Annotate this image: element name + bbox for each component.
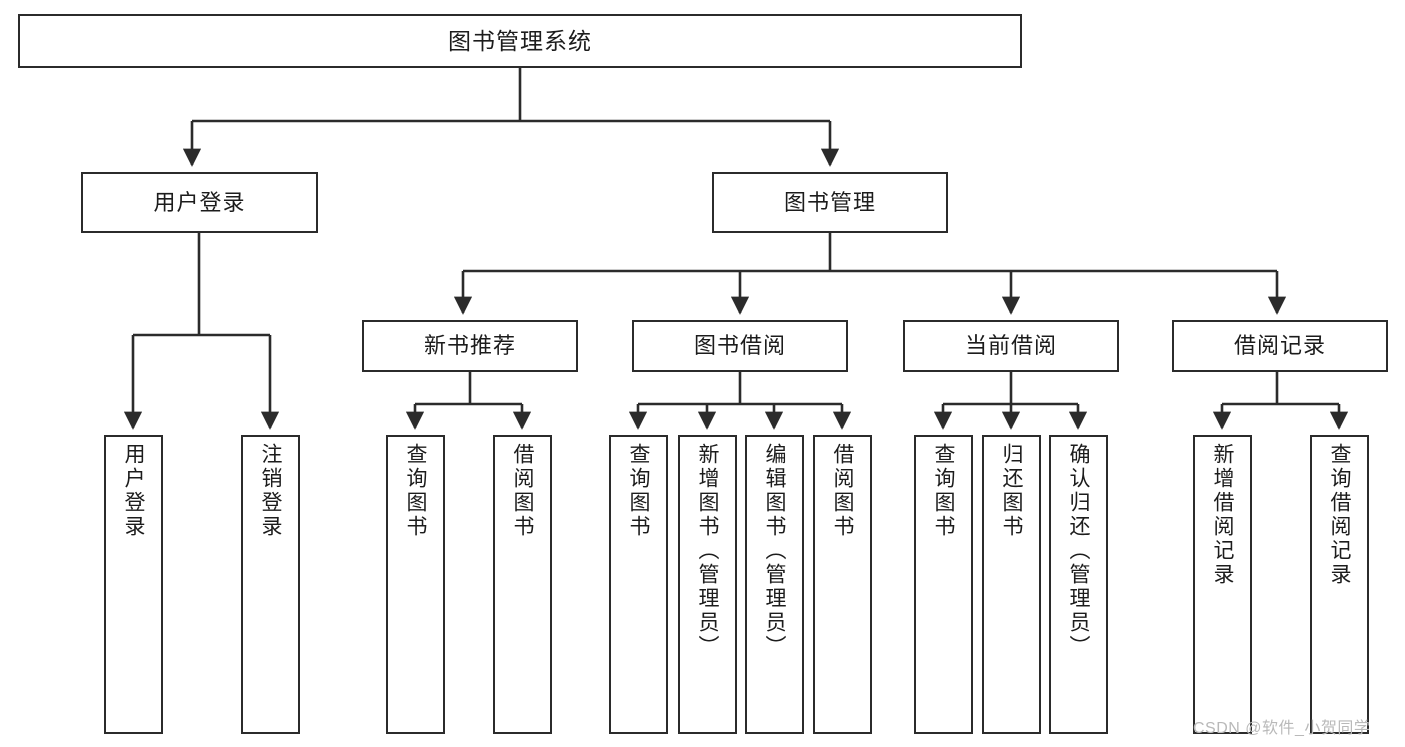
leaf-new-book-query-book[interactable]: 查询图书 [386,435,445,734]
node-label: 图书借阅 [693,333,786,359]
node-root-book-management-system[interactable]: 图书管理系统 [18,14,1022,68]
leaf-borrow-record-add-record[interactable]: 新增借阅记录 [1193,435,1252,734]
node-label: 借阅图书 [831,443,854,539]
node-label: 借阅记录 [1233,333,1326,359]
node-label: 归还图书 [1000,443,1023,539]
leaf-borrow-record-query-record[interactable]: 查询借阅记录 [1310,435,1369,734]
leaf-current-borrow-confirm-return-admin[interactable]: 确认归还（管理员） [1049,435,1108,734]
node-borrow-record[interactable]: 借阅记录 [1172,320,1388,372]
node-book-management[interactable]: 图书管理 [712,172,948,233]
node-label: 注销登录 [259,443,282,539]
leaf-book-borrow-edit-book-admin[interactable]: 编辑图书（管理员） [745,435,804,734]
node-label: 当前借阅 [964,333,1057,359]
leaf-book-borrow-borrow-book[interactable]: 借阅图书 [813,435,872,734]
csdn-watermark: CSDN @软件_小贺同学 [1193,720,1371,737]
leaf-current-borrow-query-book[interactable]: 查询图书 [914,435,973,734]
leaf-user-login-logout[interactable]: 注销登录 [241,435,300,734]
node-book-borrow[interactable]: 图书借阅 [632,320,848,372]
node-label: 查询图书 [404,443,427,539]
node-label: 查询图书 [932,443,955,539]
node-label: 用户登录 [122,443,145,539]
leaf-book-borrow-query-book[interactable]: 查询图书 [609,435,668,734]
leaf-book-borrow-add-book-admin[interactable]: 新增图书（管理员） [678,435,737,734]
node-label: 查询图书 [627,443,650,539]
node-current-borrow[interactable]: 当前借阅 [903,320,1119,372]
node-label: 用户登录 [153,189,246,215]
node-label: 图书管理系统 [448,27,592,54]
node-label: 图书管理 [783,189,876,215]
leaf-new-book-borrow-book[interactable]: 借阅图书 [493,435,552,734]
node-label: 借阅图书 [511,443,534,539]
node-label: 查询借阅记录 [1328,443,1351,587]
leaf-user-login-login[interactable]: 用户登录 [104,435,163,734]
node-label: 编辑图书（管理员） [763,443,786,659]
node-label: 新增借阅记录 [1211,443,1234,587]
leaf-current-borrow-return-book[interactable]: 归还图书 [982,435,1041,734]
node-user-login[interactable]: 用户登录 [81,172,318,233]
node-new-book-recommend[interactable]: 新书推荐 [362,320,578,372]
node-label: 新增图书（管理员） [696,443,719,659]
node-label: 确认归还（管理员） [1067,443,1090,659]
node-label: 新书推荐 [423,333,516,359]
